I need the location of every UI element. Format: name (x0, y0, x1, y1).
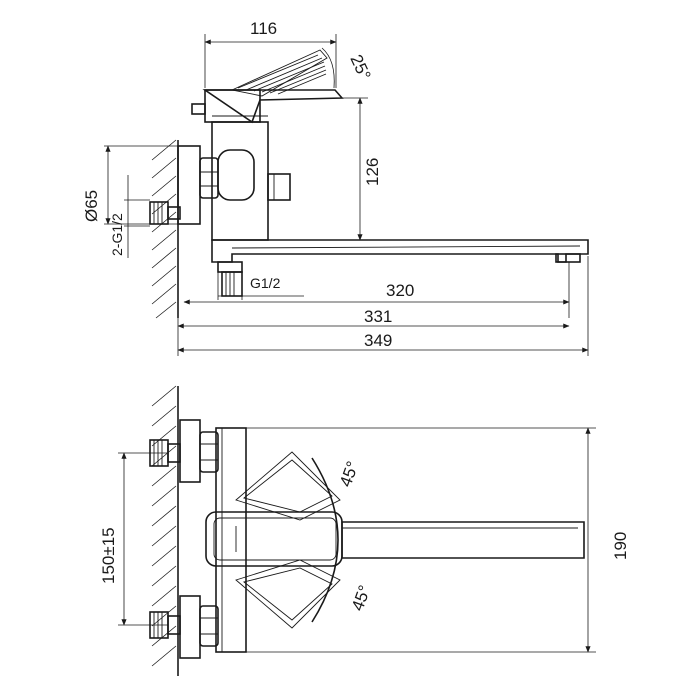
top-upper-eccentric (149, 419, 219, 483)
dim-inlet-thread: 2-G1/2 (109, 175, 150, 258)
top-mixer-body (215, 427, 247, 653)
side-outlet-connection (217, 261, 243, 297)
dim-body-height-label: 126 (363, 158, 382, 186)
dim-rotation-up-label: 45° (336, 459, 363, 490)
dim-spout-length: 320 (183, 262, 570, 318)
dim-top-width: 116 (204, 19, 337, 88)
side-lever (191, 49, 344, 124)
dim-spout-reach: 331 (177, 307, 570, 356)
dim-overall-length: 349 (177, 256, 589, 356)
dim-flange-diameter-label: Ø65 (82, 190, 101, 222)
side-flange (177, 145, 201, 225)
top-view: 45° 45° 150±15 190 (99, 385, 630, 676)
dim-centers: 150±15 (99, 452, 168, 626)
dim-rotation-down-label: 45° (348, 583, 375, 614)
top-spout (341, 521, 585, 559)
dim-spout-reach-label: 331 (364, 307, 392, 326)
dim-spout-length-label: 320 (386, 281, 414, 300)
dim-outlet-thread: G1/2 (217, 268, 304, 300)
dim-inlet-thread-label: 2-G1/2 (109, 213, 125, 256)
dim-body-height: 126 (300, 97, 382, 241)
dim-lever-angle: 25° (321, 47, 374, 89)
side-mixer-body (211, 115, 291, 241)
side-wall (151, 139, 179, 319)
side-view: 116 25° 126 Ø65 2-G1/2 (82, 19, 589, 356)
dim-overall-length-label: 349 (364, 331, 392, 350)
side-wall-hatching (151, 139, 177, 319)
side-spout (211, 239, 589, 263)
dim-swing-width: 190 (246, 427, 630, 653)
dim-flange-diameter: Ø65 (82, 145, 178, 225)
top-wall (151, 385, 179, 676)
dim-swing-width-label: 190 (611, 532, 630, 560)
side-nut (199, 157, 219, 199)
dim-lever-angle-label: 25° (346, 52, 374, 83)
top-lower-eccentric (149, 595, 219, 659)
top-lever-arc (311, 457, 339, 623)
top-lever (205, 511, 343, 567)
dim-centers-label: 150±15 (99, 527, 118, 584)
dim-top-width-label: 116 (250, 19, 277, 38)
top-lever-rotated-ghosts (235, 451, 341, 629)
dim-outlet-thread-label: G1/2 (250, 275, 281, 291)
